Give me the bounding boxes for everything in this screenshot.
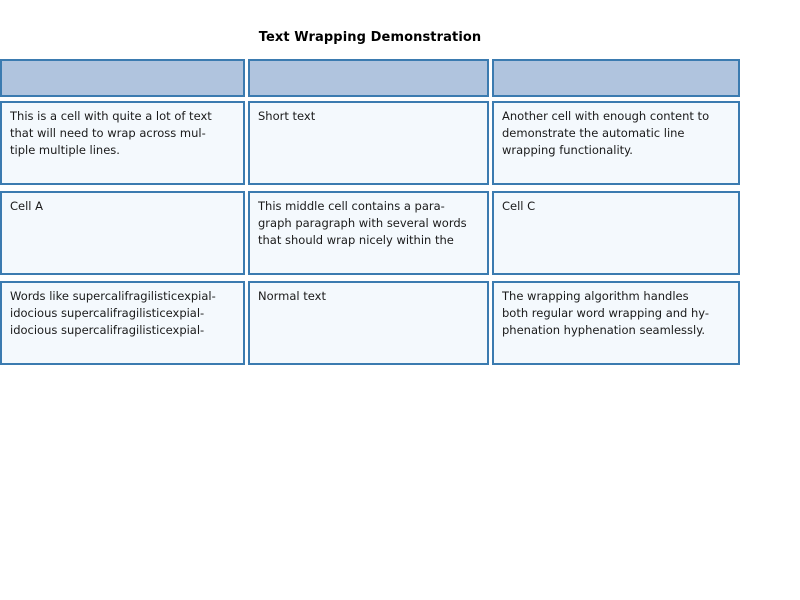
table-cell[interactable]: Short text	[248, 101, 489, 185]
table-header-cell[interactable]	[492, 59, 740, 97]
table-header-cell[interactable]	[0, 59, 245, 97]
page-title: Text Wrapping Demonstration	[258, 30, 482, 45]
table-cell-text: This middle cell contains a para- graph …	[258, 199, 467, 247]
table-cell-text: Words like supercalifragilisticexpial- i…	[10, 289, 216, 337]
table-cell[interactable]: Another cell with enough content to demo…	[492, 101, 740, 185]
table-cell[interactable]: Cell C	[492, 191, 740, 275]
table-cell[interactable]: This middle cell contains a para- graph …	[248, 191, 489, 275]
table-cell-text: Cell A	[10, 199, 44, 213]
table-cell[interactable]: Cell A	[0, 191, 245, 275]
table-cell-text: Cell C	[502, 199, 536, 213]
table-cell[interactable]: The wrapping algorithm handles both regu…	[492, 281, 740, 365]
table-cell[interactable]: This is a cell with quite a lot of text …	[0, 101, 245, 185]
table-cell-text: This is a cell with quite a lot of text …	[10, 109, 212, 157]
table-cell[interactable]: Words like supercalifragilisticexpial- i…	[0, 281, 245, 365]
table-cell-text: Short text	[258, 109, 316, 123]
table-header-cell[interactable]	[248, 59, 489, 97]
table-cell-text: Another cell with enough content to demo…	[502, 109, 710, 157]
table-cell-text: The wrapping algorithm handles both regu…	[502, 289, 710, 337]
table-cell[interactable]: Normal text	[248, 281, 489, 365]
table-cell-text: Normal text	[258, 289, 326, 303]
